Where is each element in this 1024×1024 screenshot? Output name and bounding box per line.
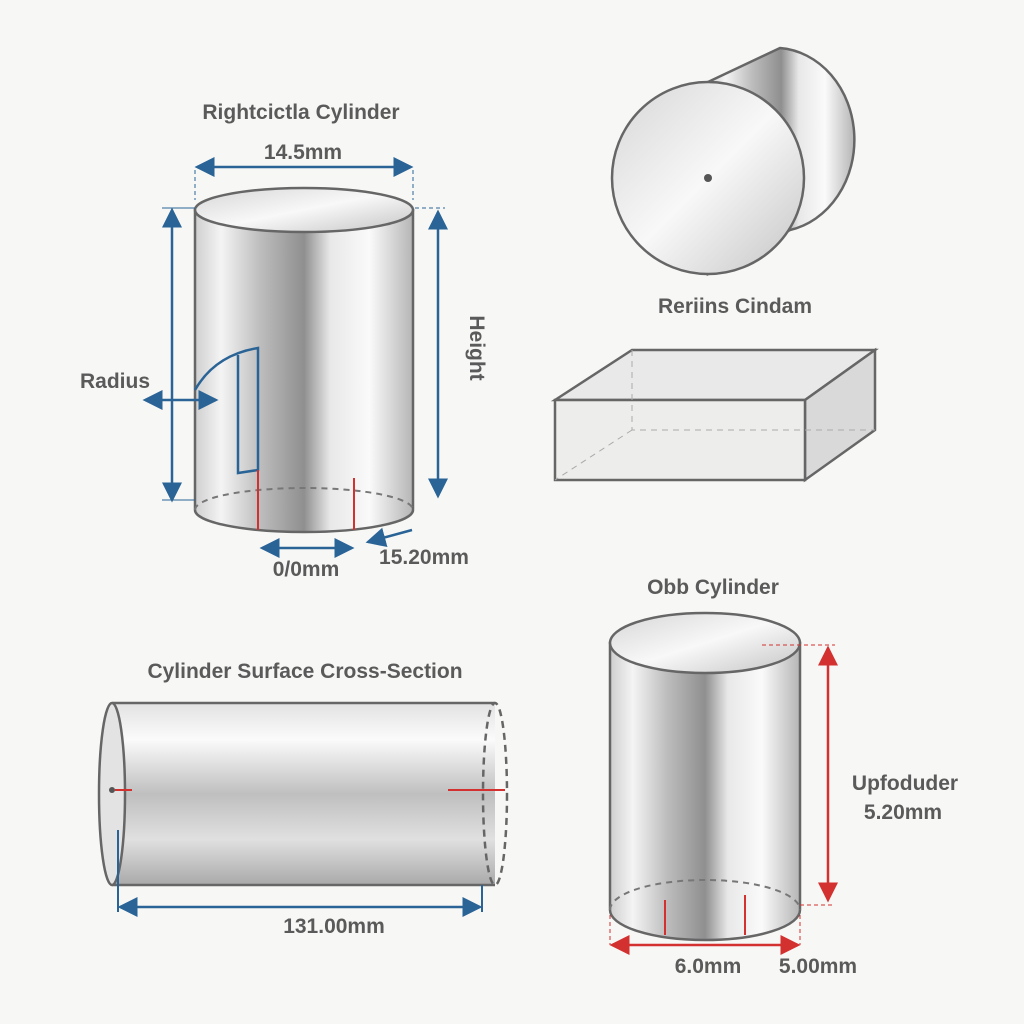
bottom-left-dimension: 0/0mm — [273, 558, 340, 581]
obb-cylinder-title: Obb Cylinder — [647, 576, 779, 599]
length-dimension: 131.00mm — [283, 915, 385, 938]
side-label: Upfoduder — [852, 772, 958, 795]
right-cylinder-title: Rightcictla Cylinder — [202, 101, 399, 124]
bottom-right-dimension: 5.00mm — [779, 955, 857, 978]
radius-label: Radius — [80, 370, 150, 393]
rectangular-prism — [550, 347, 879, 483]
right-cylinder: Rightcictla Cylinder 14.5mm Radius Heigh… — [80, 101, 488, 581]
bottom-right-dimension: 15.20mm — [379, 546, 469, 569]
height-label: Height — [465, 315, 488, 380]
bottom-left-dimension: 6.0mm — [675, 955, 742, 978]
disk-cylinder: Reriins Cindam — [610, 46, 856, 318]
cross-section-title: Cylinder Surface Cross-Section — [147, 660, 462, 683]
width-dimension-label: 14.5mm — [264, 141, 342, 164]
obb-cylinder: Obb Cylinder Upfoduder 5.20mm 6.0mm 5.00… — [608, 576, 958, 978]
disk-label: Reriins Cindam — [658, 295, 812, 318]
cross-section-cylinder: Cylinder Surface Cross-Section 131.00mm — [97, 660, 509, 938]
side-value: 5.20mm — [864, 801, 942, 824]
